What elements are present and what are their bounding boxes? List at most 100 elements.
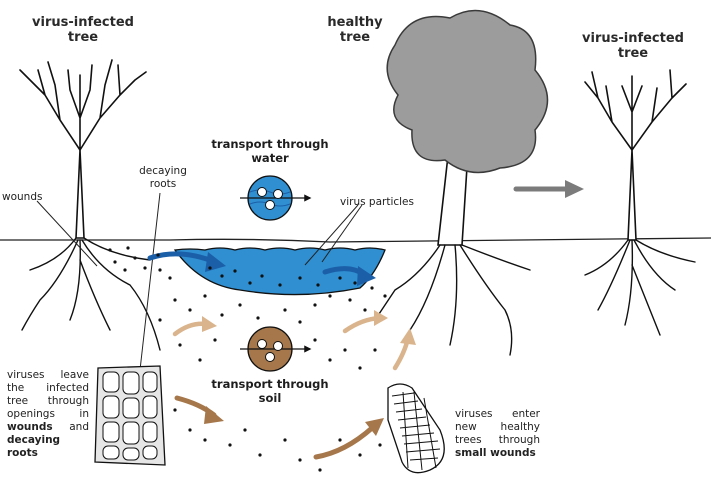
virus-particle-dot <box>143 266 147 270</box>
water-flow-arrow-2-head <box>357 266 376 286</box>
virus-particle-dot <box>298 276 302 280</box>
virus-particle-icon <box>265 200 275 210</box>
left-caption-bold-1: wounds <box>7 421 53 433</box>
virus-particle-dot <box>203 438 207 442</box>
virus-particle-dot <box>220 313 224 317</box>
virus-particle-dot <box>208 266 212 270</box>
virus-particle-dot <box>173 298 177 302</box>
decaying-roots-label: decaying roots <box>139 165 187 190</box>
virus-particle-dot <box>123 268 127 272</box>
virus-particle-dot <box>113 260 117 264</box>
virus-particle-dot <box>213 338 217 342</box>
virus-particle-icon <box>257 187 267 197</box>
healthy-tree-label: healthy tree <box>327 15 383 45</box>
virus-particle-dot <box>370 286 374 290</box>
virus-particle-dot <box>258 453 262 457</box>
right-caption-text-1: viruses enter new healthy trees through <box>455 408 540 446</box>
virus-particle-dot <box>198 358 202 362</box>
healthy-tree-canopy <box>386 9 549 174</box>
virus-particle-dot <box>133 256 137 260</box>
left-caption-bold-2: decaying roots <box>7 434 61 459</box>
virus-particle-dot <box>203 294 207 298</box>
virus-particle-icon <box>273 189 283 199</box>
virus-particle-dot <box>373 348 377 352</box>
virus-particle-dot <box>238 303 242 307</box>
virus-particle-dot <box>108 248 112 252</box>
soil-virus-particles <box>108 246 387 472</box>
virus-particle-dot <box>156 253 160 257</box>
virus-particle-dot <box>168 276 172 280</box>
virus-particle-dot <box>328 358 332 362</box>
virus-particle-dot <box>363 308 367 312</box>
virus-particle-dot <box>316 283 320 287</box>
virus-particle-icon <box>265 352 275 362</box>
virus-particle-dot <box>318 468 322 472</box>
left-caption-text-2: and <box>52 421 89 433</box>
virus-particle-dot <box>283 438 287 442</box>
virus-particle-dot <box>313 303 317 307</box>
soil-flow-arrow-3-head <box>400 328 416 345</box>
transport-water-label: transport through water <box>211 137 329 165</box>
virus-particle-dot <box>358 366 362 370</box>
virus-particle-dot <box>158 318 162 322</box>
virus-particle-icon <box>257 339 267 349</box>
virus-particle-dot <box>126 246 130 250</box>
right-caption-bold-1: small wounds <box>455 447 536 459</box>
virus-particle-dot <box>243 428 247 432</box>
virus-particle-dot <box>173 408 177 412</box>
wounds-label: wounds <box>2 191 43 203</box>
virus-particle-dot <box>158 268 162 272</box>
virus-particle-dot <box>256 316 260 320</box>
soil-flow-arrow-4-head <box>204 406 224 424</box>
virus-particle-dot <box>328 294 332 298</box>
virus-particle-dot <box>343 348 347 352</box>
decaying-roots-pointer <box>139 192 161 371</box>
virus-particle-dot <box>313 338 317 342</box>
left-caption: viruses leave the infected tree through … <box>7 369 89 460</box>
virus-particle-dot <box>348 298 352 302</box>
right-infected-tree <box>584 69 696 336</box>
left-caption-text-1: viruses leave the infected tree through … <box>7 369 89 420</box>
water-transport-badge <box>240 175 312 221</box>
healthy-tree <box>374 9 549 356</box>
virus-particles-label: virus particles <box>340 196 414 208</box>
virus-particle-dot <box>358 453 362 457</box>
virus-particle-icon <box>273 341 283 351</box>
soil-transport-badge <box>240 326 312 372</box>
virus-particle-dot <box>338 276 342 280</box>
virus-particle-dot <box>383 294 387 298</box>
virus-particles-pointer-2 <box>321 204 363 263</box>
left-tree-label: virus-infected tree <box>32 15 134 45</box>
virus-particle-dot <box>233 269 237 273</box>
virus-particle-dot <box>338 438 342 442</box>
virus-particle-dot <box>260 274 264 278</box>
right-caption: viruses enter new healthy trees through … <box>455 408 540 460</box>
virus-particle-dot <box>353 281 357 285</box>
left-infected-tree <box>19 59 161 351</box>
virus-particle-dot <box>283 308 287 312</box>
soil-flow-arrow-5 <box>313 425 375 460</box>
virus-particle-dot <box>220 274 224 278</box>
virus-particles-pointer-1 <box>304 204 359 266</box>
virus-particle-dot <box>228 443 232 447</box>
virus-particle-dot <box>298 320 302 324</box>
virus-particle-dot <box>298 458 302 462</box>
right-tree-label: virus-infected tree <box>582 31 684 61</box>
virus-particle-dot <box>188 428 192 432</box>
wounds-pointer <box>36 200 98 267</box>
healthy-root-tip <box>387 383 445 474</box>
ground-line <box>0 237 711 243</box>
transport-soil-label: transport through soil <box>211 377 329 405</box>
virus-particle-dot <box>188 308 192 312</box>
virus-particle-dot <box>178 343 182 347</box>
water-pond <box>173 247 386 296</box>
progression-arrow-head <box>565 180 584 198</box>
soil-flow-arrow-1-head <box>202 316 217 332</box>
virus-particle-dot <box>378 443 382 447</box>
virus-particle-dot <box>278 283 282 287</box>
virus-particle-dot <box>248 281 252 285</box>
soil-flow-arrow-5-head <box>365 418 384 436</box>
decaying-root-tissue <box>94 365 166 466</box>
soil-flow-arrow-2-head <box>374 310 388 326</box>
